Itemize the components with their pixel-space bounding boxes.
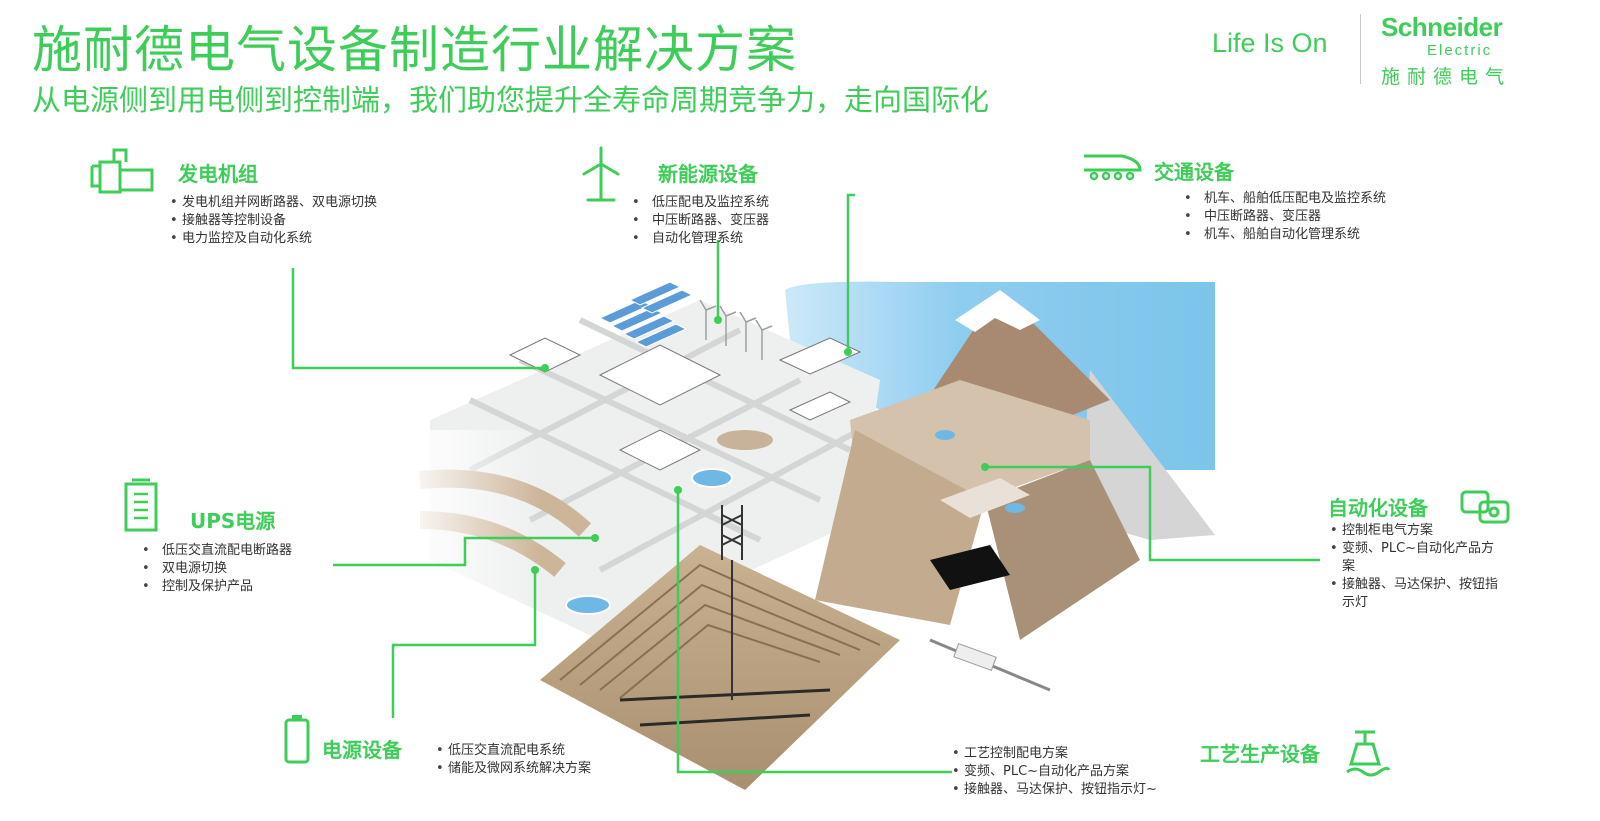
list-item: 变频、PLC~自动化产品方案 — [1330, 540, 1500, 576]
section-title-power: 电源设备 — [322, 738, 402, 762]
battery-icon — [284, 714, 310, 768]
list-item: 低压交直流配电断路器 — [138, 542, 292, 560]
ups-icon — [124, 478, 158, 536]
page-title: 施耐德电气设备制造行业解决方案 — [32, 21, 797, 79]
logo-brand: Schneider — [1381, 12, 1503, 42]
section-list-new-energy: 低压配电及监控系统 中压断路器、变压器 自动化管理系统 — [628, 194, 769, 248]
logo-divider — [1360, 14, 1361, 84]
section-title-process: 工艺生产设备 — [1200, 742, 1320, 766]
list-item: 接触器、马达保护、按钮指示灯 — [1330, 576, 1500, 612]
connector-dots — [531, 316, 989, 574]
open-pit — [540, 545, 900, 790]
list-item: 储能及微网系统解决方案 — [436, 760, 591, 778]
logo-cn: 施耐德电气 — [1381, 66, 1512, 88]
mountain-snow — [955, 290, 1040, 332]
list-item: 接触器、马达保护、按钮指示灯~ — [952, 781, 1157, 799]
list-item: 低压配电及监控系统 — [628, 194, 769, 212]
list-item: 发电机组并网断路器、双电源切换 — [170, 194, 377, 212]
section-title-transport: 交通设备 — [1154, 160, 1234, 184]
list-item: 接触器等控制设备 — [170, 212, 377, 230]
list-item: 自动化管理系统 — [628, 230, 769, 248]
section-title-generator: 发电机组 — [178, 162, 258, 186]
schneider-logo: Schneider Electric 施耐德电气 — [1375, 12, 1535, 88]
section-list-transport: 机车、船舶低压配电及监控系统 中压断路器、变压器 机车、船舶自动化管理系统 — [1180, 190, 1386, 244]
list-item: 双电源切换 — [138, 560, 292, 578]
list-item: 中压断路器、变压器 — [1180, 208, 1386, 226]
tagline: Life Is On — [1212, 28, 1328, 58]
section-title-ups: UPS电源 — [190, 509, 276, 533]
section-list-process: 工艺控制配电方案 变频、PLC~自动化产品方案 接触器、马达保护、按钮指示灯~ — [952, 745, 1157, 799]
list-item: 变频、PLC~自动化产品方案 — [952, 763, 1157, 781]
list-item: 控制及保护产品 — [138, 578, 292, 596]
list-item: 机车、船舶低压配电及监控系统 — [1180, 190, 1386, 208]
list-item: 控制柜电气方案 — [1330, 522, 1500, 540]
process-icon — [1345, 728, 1391, 780]
mine-shaft — [930, 545, 1010, 590]
section-list-ups: 低压交直流配电断路器 双电源切换 控制及保护产品 — [138, 542, 292, 596]
section-title-new-energy: 新能源设备 — [658, 162, 758, 186]
logo-sub: Electric — [1427, 42, 1493, 59]
section-list-power: 低压交直流配电系统 储能及微网系统解决方案 — [436, 742, 591, 778]
list-item: 低压交直流配电系统 — [436, 742, 591, 760]
train-icon — [1082, 148, 1142, 186]
list-item: 工艺控制配电方案 — [952, 745, 1157, 763]
list-item: 机车、船舶自动化管理系统 — [1180, 226, 1386, 244]
generator-icon — [90, 148, 154, 198]
wind-turbine-icon — [578, 146, 624, 206]
page-subtitle: 从电源侧到用电侧到控制端，我们助您提升全寿命周期竞争力，走向国际化 — [32, 83, 990, 117]
list-item: 电力监控及自动化系统 — [170, 230, 377, 248]
section-list-generator: 发电机组并网断路器、双电源切换 接触器等控制设备 电力监控及自动化系统 — [170, 194, 377, 248]
mountain-right-face — [985, 460, 1140, 640]
mountain-back — [1080, 370, 1215, 540]
connector-lines — [291, 193, 1320, 774]
list-item: 中压断路器、变压器 — [628, 212, 769, 230]
section-list-automation: 控制柜电气方案 变频、PLC~自动化产品方案 接触器、马达保护、按钮指示灯 — [1330, 522, 1500, 612]
section-title-automation: 自动化设备 — [1328, 496, 1428, 520]
automation-icon — [1460, 488, 1512, 530]
